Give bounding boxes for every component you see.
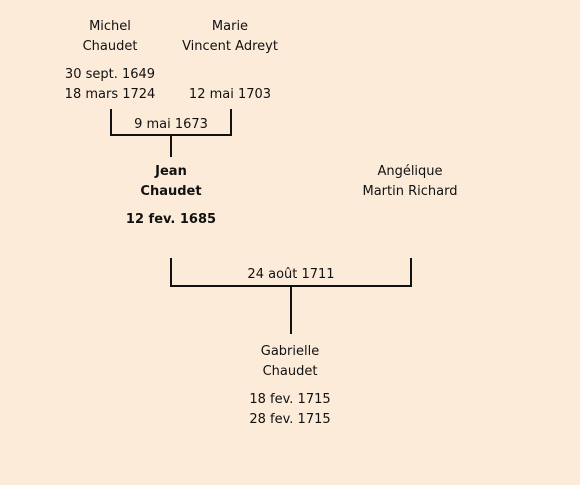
parents-marriage-date: 9 mai 1673 bbox=[134, 117, 208, 132]
father-first-name: Michel bbox=[89, 19, 131, 34]
spacer bbox=[160, 57, 300, 65]
child-first-name: Gabrielle bbox=[260, 344, 320, 359]
spacer bbox=[111, 202, 231, 210]
mother-last-name: Vincent Adreyt bbox=[182, 39, 278, 54]
mother-first-name: Marie bbox=[211, 19, 249, 34]
person-child[interactable]: Gabrielle Chaudet 18 fev. 1715 28 fev. 1… bbox=[220, 342, 360, 430]
person-subject[interactable]: Jean Chaudet 12 fev. 1685 bbox=[111, 162, 231, 230]
father-birth-date: 30 sept. 1649 bbox=[64, 67, 156, 82]
child-death-date: 28 fev. 1715 bbox=[249, 412, 331, 427]
person-mother[interactable]: Marie Vincent Adreyt 12 mai 1703 bbox=[160, 17, 300, 105]
father-death-date: 18 mars 1724 bbox=[64, 87, 156, 102]
spouse-last-name: Martin Richard bbox=[362, 184, 458, 199]
subject-first-name: Jean bbox=[155, 164, 187, 179]
child-last-name: Chaudet bbox=[262, 364, 318, 379]
subject-last-name: Chaudet bbox=[140, 184, 202, 199]
child-birth-date: 18 fev. 1715 bbox=[249, 392, 331, 407]
spouse-first-name: Angélique bbox=[377, 164, 443, 179]
father-last-name: Chaudet bbox=[82, 39, 138, 54]
subject-birth-date: 12 fev. 1685 bbox=[125, 212, 217, 227]
person-spouse[interactable]: Angélique Martin Richard bbox=[340, 162, 480, 202]
spacer bbox=[50, 57, 170, 65]
mother-birth-date bbox=[160, 65, 300, 85]
mother-death-date: 12 mai 1703 bbox=[188, 87, 272, 102]
person-father[interactable]: Michel Chaudet 30 sept. 1649 18 mars 172… bbox=[50, 17, 170, 105]
subject-marriage-date: 24 août 1711 bbox=[247, 267, 335, 282]
spacer bbox=[220, 382, 360, 390]
